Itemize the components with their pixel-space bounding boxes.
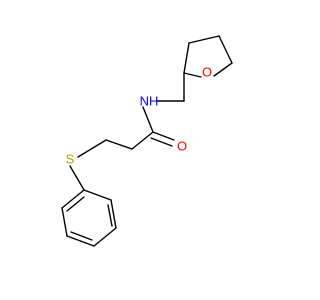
- bond-ring-c2-c3: [183, 42, 190, 74]
- bond-ph-3-4: [93, 227, 117, 247]
- atom-label-layer: O NH O S: [66, 65, 212, 167]
- bond-ph-5-6: [61, 207, 68, 237]
- bond-n-carbonyl: [142, 106, 154, 133]
- bond-ring-c4-c5: [218, 35, 233, 64]
- bond-ph-4-5: [66, 235, 95, 247]
- bond-ph-inner-a: [107, 204, 113, 227]
- bond-layer: [61, 35, 233, 247]
- bond-ph-1-2: [83, 189, 112, 201]
- bond-ca-cb: [105, 139, 133, 150]
- bond-cb-s: [77, 139, 107, 158]
- bond-ring-c5-o: [213, 62, 233, 77]
- bond-carbonyl-ca: [131, 131, 154, 150]
- ring-oxygen-label: O: [202, 65, 212, 80]
- bond-ring-c3-c4: [188, 35, 220, 44]
- bond-ph-6-1: [61, 189, 85, 209]
- bond-carbonyl-o-1: [152, 131, 175, 141]
- molecule-drawing: O NH O S: [61, 35, 233, 247]
- sulfur-label: S: [66, 152, 75, 167]
- bond-ph-2-3: [110, 199, 117, 229]
- bond-carbonyl-o-2: [150, 137, 173, 147]
- bond-ph-inner-b: [70, 231, 93, 241]
- bond-ph-inner-c: [66, 196, 85, 212]
- carbonyl-oxygen-label: O: [177, 139, 187, 154]
- bond-ring-o-c2: [183, 72, 202, 78]
- amide-nitrogen-label: NH: [140, 94, 159, 109]
- structure-canvas: O NH O S: [61, 35, 233, 247]
- bond-s-phenyl: [69, 165, 85, 191]
